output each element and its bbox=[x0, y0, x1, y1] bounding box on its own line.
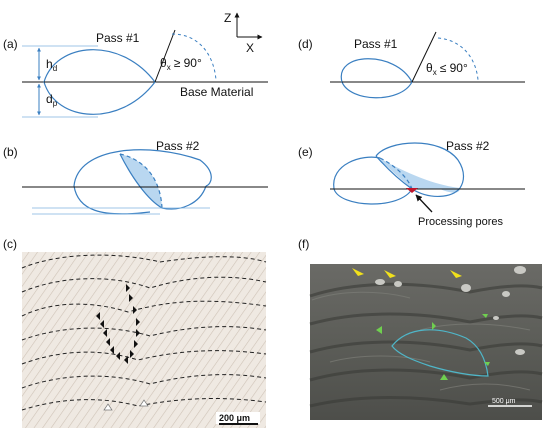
pass1-bead-bottom-e bbox=[333, 188, 413, 205]
yellow-arrows bbox=[352, 268, 462, 278]
pass1-bead-bottom bbox=[73, 185, 151, 215]
scale-label-c: 200 μm bbox=[219, 413, 250, 423]
processing-pore bbox=[406, 188, 418, 193]
white-markers bbox=[103, 399, 149, 411]
axis-z-label: Z bbox=[224, 11, 231, 25]
panel-b: (b) Pass #2 bbox=[3, 139, 268, 215]
pass1-bead-top-e bbox=[333, 156, 381, 190]
powder-particles bbox=[375, 266, 526, 355]
pass2-bead-bottom-e bbox=[411, 187, 461, 197]
axis-x-label: X bbox=[246, 41, 254, 55]
panel-d: (d) Pass #1 θx≤ 90° bbox=[298, 31, 525, 99]
axes-indicator: Z X bbox=[224, 11, 263, 55]
pass2-bead-top-e bbox=[375, 142, 465, 189]
melt-pool-markers bbox=[96, 284, 140, 364]
panel-e: (e) Pass #2 Processing pores bbox=[298, 139, 525, 228]
panel-a-label: (a) bbox=[3, 37, 18, 51]
depth-label: dp bbox=[46, 92, 58, 108]
contact-angle-arc-d bbox=[437, 37, 479, 81]
pass2-label-e: Pass #2 bbox=[446, 139, 490, 153]
contact-tangent-d bbox=[411, 31, 437, 83]
melt-pool-outline bbox=[391, 329, 489, 377]
melt-pool-boundaries bbox=[21, 254, 267, 411]
pass2-bead-top bbox=[73, 149, 212, 187]
panel-a: (a) Pass #1 hd dp θx≥ 90° Base Material bbox=[3, 29, 268, 118]
panel-f-label: (f) bbox=[298, 237, 309, 251]
panel-f: (f) bbox=[298, 237, 543, 420]
scale-bar-bg-c bbox=[216, 412, 260, 424]
panel-b-label: (b) bbox=[3, 145, 18, 159]
bead-bottom-d bbox=[341, 81, 413, 99]
height-label: hd bbox=[46, 57, 57, 73]
panel-c-label: (c) bbox=[3, 237, 17, 251]
pore-pointer-arrow bbox=[415, 194, 433, 213]
panel-c: (c) bbox=[3, 237, 267, 428]
pass1-label-d: Pass #1 bbox=[354, 37, 398, 51]
bead-top-d bbox=[340, 58, 413, 83]
pass1-hidden-edge bbox=[119, 153, 163, 209]
sem-texture bbox=[311, 291, 531, 391]
contact-angle-label: θx≥ 90° bbox=[160, 56, 202, 72]
contact-tangent bbox=[154, 29, 176, 83]
remelt-zone bbox=[120, 154, 162, 208]
pass2-label-b: Pass #2 bbox=[156, 139, 200, 153]
pass1-label: Pass #1 bbox=[96, 31, 140, 45]
pass2-bead-left-e bbox=[375, 155, 413, 190]
panel-e-label: (e) bbox=[298, 145, 313, 159]
base-material-label: Base Material bbox=[180, 85, 253, 99]
scale-label-f: 500 μm bbox=[492, 398, 516, 405]
sem-layer-bands bbox=[309, 282, 543, 408]
panel-d-label: (d) bbox=[298, 37, 313, 51]
green-arrows bbox=[376, 314, 490, 380]
pass1-hidden-edge-e bbox=[379, 157, 413, 190]
processing-pores-label: Processing pores bbox=[418, 216, 503, 228]
contact-angle-arc bbox=[171, 33, 217, 81]
micrograph-f bbox=[310, 264, 542, 420]
contact-angle-label-d: θx≤ 90° bbox=[426, 61, 468, 77]
remelt-zone-e bbox=[376, 156, 460, 193]
